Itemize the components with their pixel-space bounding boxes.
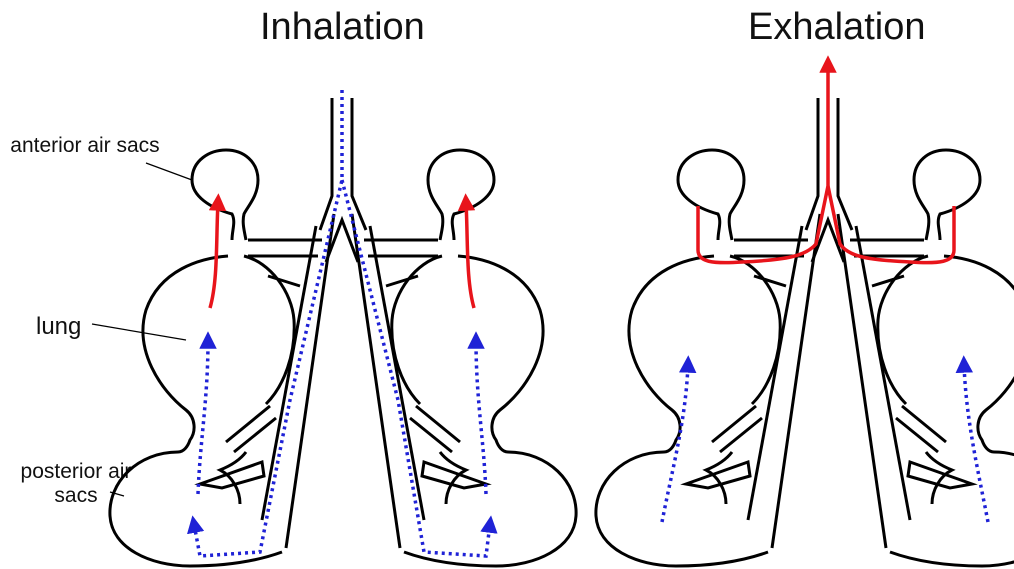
inhalation-panel (92, 90, 576, 566)
inhalation-red-flow-left (210, 202, 218, 308)
exhalation-red-flow-right (828, 186, 954, 263)
inhalation-red-flow-right (466, 202, 474, 308)
inhalation-blue-posterior-right (476, 340, 486, 494)
inhalation-blue-posterior-left (198, 340, 208, 494)
exhalation-panel (596, 64, 1014, 566)
